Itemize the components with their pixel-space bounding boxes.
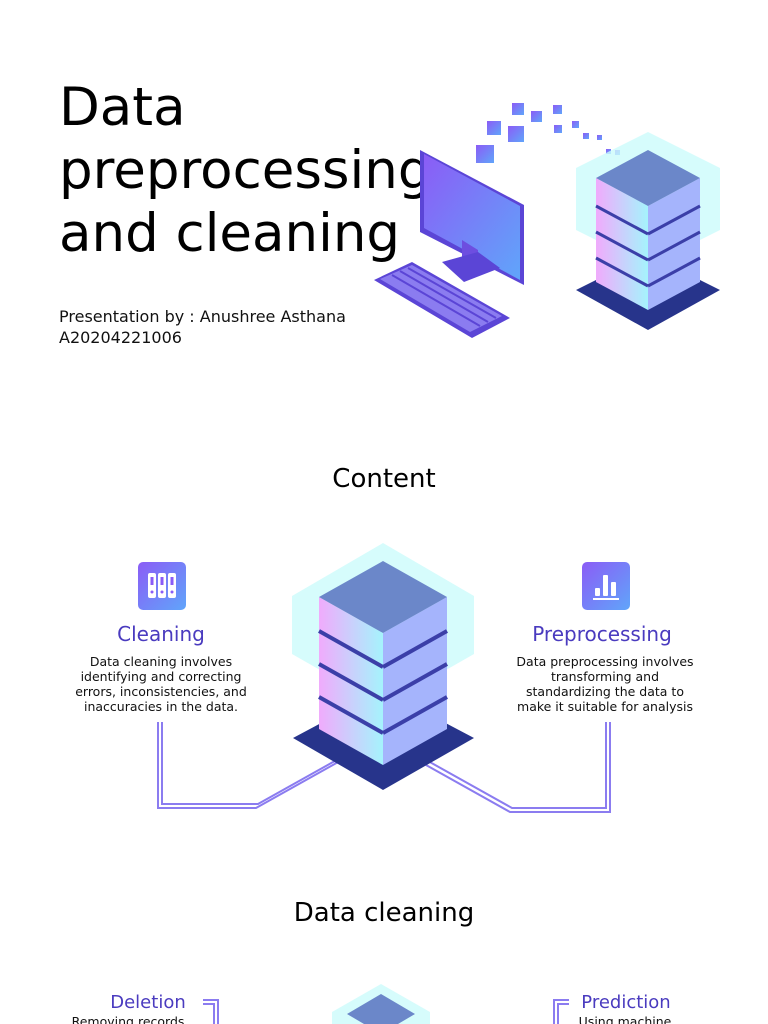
bar-chart-icon xyxy=(582,562,630,610)
monitor-icon xyxy=(420,150,524,285)
data-pixels-icon xyxy=(476,103,620,163)
deletion-title: Deletion xyxy=(110,992,186,1013)
server-rack-icon xyxy=(576,132,720,330)
presenter-id: A20204221006 xyxy=(59,328,182,347)
preprocessing-description: Data preprocessing involves transforming… xyxy=(516,654,694,714)
deletion-description: Removing records xyxy=(71,1014,185,1024)
cleaning-title: Cleaning xyxy=(117,622,205,646)
binders-icon xyxy=(138,562,186,610)
data-cleaning-heading: Data cleaning xyxy=(293,898,475,928)
presenter-info: Presentation by : Anushree Asthana A2020… xyxy=(59,306,399,348)
data-cleaning-slide: Data cleaning Deletion Removing records … xyxy=(0,864,768,1024)
prediction-description: Using machine xyxy=(578,1014,672,1024)
presentation-title: Data preprocessing and cleaning xyxy=(59,77,432,264)
central-server-icon xyxy=(292,543,474,790)
presenter-name: Presentation by : Anushree Asthana xyxy=(59,307,346,326)
keyboard-icon xyxy=(374,262,510,338)
connector-lines xyxy=(157,722,611,813)
server-top-icon xyxy=(332,984,430,1024)
title-slide: Data preprocessing and cleaning Presenta… xyxy=(0,0,768,384)
content-slide: Content Cleaning Data cleaning involves … xyxy=(0,384,768,864)
cleaning-description: Data cleaning involves identifying and c… xyxy=(75,654,247,714)
connector-lines xyxy=(203,984,569,1024)
computer-server-illustration xyxy=(374,103,720,338)
content-heading: Content xyxy=(332,464,436,494)
preprocessing-title: Preprocessing xyxy=(532,622,672,646)
prediction-title: Prediction xyxy=(581,992,671,1013)
